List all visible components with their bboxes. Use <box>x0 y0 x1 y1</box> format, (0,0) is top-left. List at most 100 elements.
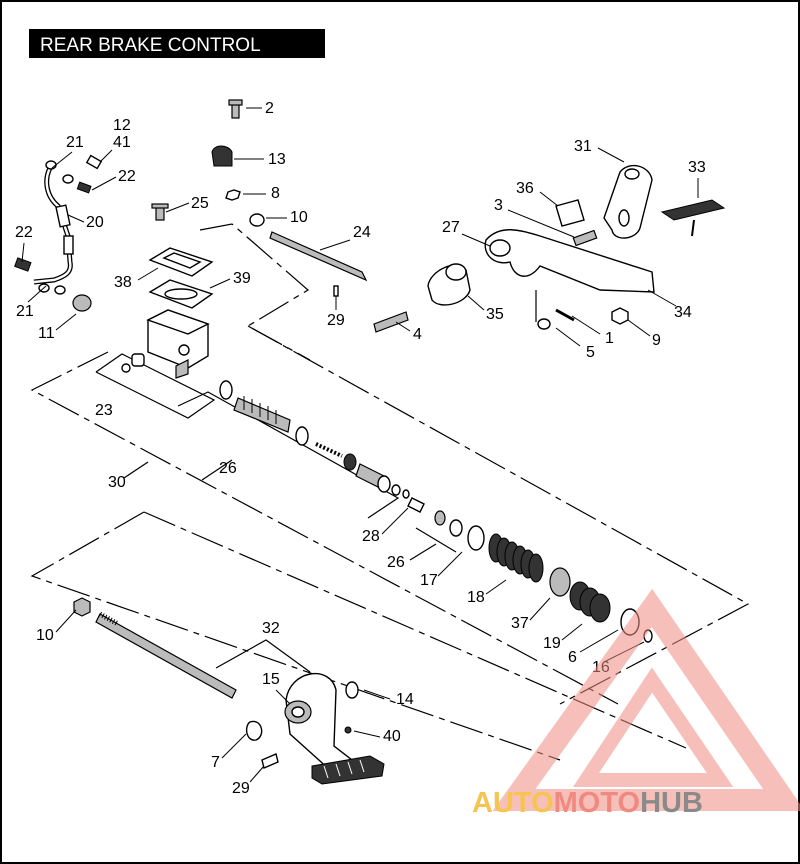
bracket-26-top <box>177 391 400 519</box>
callout-number-23: 23 <box>95 402 113 419</box>
bracket-31-hole <box>624 168 640 180</box>
pedal-pivot-bore <box>489 239 511 257</box>
nut-10-upper <box>249 213 265 227</box>
callout-number-26: 26 <box>387 554 405 571</box>
pedal-pad-33 <box>660 199 726 221</box>
lower-pedal-assembly <box>73 597 385 785</box>
banjo-bolt-22-upper <box>76 181 92 194</box>
leader-line-14 <box>363 689 391 700</box>
leader-line-38 <box>137 267 159 281</box>
cotter-pin-29-upper <box>333 285 339 297</box>
callout-number-10: 10 <box>36 627 54 644</box>
pedal-pad-lower <box>311 755 385 785</box>
leader-line-22 <box>21 242 25 263</box>
callout-number-13: 13 <box>268 151 286 168</box>
callout-number-40: 40 <box>383 728 401 745</box>
callout-number-15: 15 <box>262 671 280 688</box>
oring-26b <box>295 426 309 446</box>
nut-9 <box>611 307 629 325</box>
bolt-3 <box>572 229 598 247</box>
screw-25-head <box>151 203 169 209</box>
leader-line-5 <box>555 327 581 347</box>
snap-ring-17 <box>467 525 485 551</box>
callout-number-21: 21 <box>16 303 34 320</box>
callout-number-10: 10 <box>290 209 308 226</box>
leader-line-18 <box>485 579 507 595</box>
watermark-logo: AUTOMOTOHUB <box>472 588 800 819</box>
callout-number-29: 29 <box>232 780 250 797</box>
callout-number-11: 11 <box>38 325 55 342</box>
pad-stud <box>691 219 695 237</box>
leader-line-25 <box>165 202 190 213</box>
callout-number-20: 20 <box>86 214 104 231</box>
callout-number-34: 34 <box>674 304 692 321</box>
outline-lower-right <box>143 511 687 749</box>
nut-10-lower <box>73 597 91 617</box>
leader-line-21 <box>27 285 47 303</box>
bushing-36 <box>555 199 585 227</box>
boot-19 <box>569 581 611 623</box>
callout-number-28: 28 <box>362 528 380 545</box>
outline-left <box>30 351 619 705</box>
watermark-triangle <box>492 588 800 811</box>
washer-37 <box>549 567 571 597</box>
leader-line-11 <box>55 313 77 331</box>
fitting-28 <box>407 497 425 513</box>
leader-line-27 <box>461 233 491 247</box>
leader-line-20 <box>67 214 85 223</box>
callout-number-39: 39 <box>233 270 251 287</box>
pushrod-24 <box>269 231 368 282</box>
callout-number-6: 6 <box>568 649 577 666</box>
callout-number-4: 4 <box>413 326 422 343</box>
piston-26 <box>233 397 291 433</box>
watermark-hub: HUB <box>640 787 703 819</box>
callout-number-37: 37 <box>511 615 529 632</box>
callout-number-7: 7 <box>211 754 220 771</box>
hose-fitting-lower <box>63 235 74 255</box>
leader-line-7 <box>221 733 247 759</box>
callout-number-31: 31 <box>574 138 592 155</box>
nut-11 <box>72 294 92 312</box>
leader-line-41 <box>99 149 113 163</box>
callout-number-9: 9 <box>652 332 661 349</box>
pedal-arm-27 <box>484 229 655 293</box>
rod-thread <box>98 611 120 627</box>
watermark-triangle-inner <box>572 667 734 787</box>
callout-number-30: 30 <box>108 474 126 491</box>
callout-number-12: 12 <box>113 117 131 134</box>
hose-fitting-upper <box>55 204 71 228</box>
washer-26b <box>402 489 410 499</box>
leader-line-19 <box>561 623 583 641</box>
callout-number-1: 1 <box>605 330 614 347</box>
pin-29-lower <box>261 753 279 769</box>
watermark-moto: MOTO <box>554 787 640 819</box>
bracket-26-lower-lead <box>409 543 437 561</box>
pad-grip <box>323 759 365 779</box>
callout-number-22: 22 <box>15 224 33 241</box>
leader-line-10 <box>55 609 77 633</box>
oring-26a <box>219 380 233 400</box>
washer-5 <box>537 318 551 330</box>
bracket-31 <box>603 164 653 239</box>
callout-number-14: 14 <box>396 691 414 708</box>
callout-number-24: 24 <box>353 224 371 241</box>
bleeder-valve-41 <box>85 154 103 170</box>
leader-line-36 <box>539 191 559 207</box>
leader-line-37 <box>529 597 551 621</box>
bracket-26-lower <box>415 527 457 553</box>
callout-number-2: 2 <box>265 100 274 117</box>
piston-grooves <box>243 396 277 424</box>
callout-number-26: 26 <box>219 460 237 477</box>
bracket-23 <box>95 353 216 419</box>
clip-7 <box>245 720 263 741</box>
callout-number-35: 35 <box>486 306 504 323</box>
clamp-13 <box>211 145 233 167</box>
leader-line-34 <box>647 289 677 307</box>
leader-line-35 <box>467 295 485 311</box>
leader-line-24 <box>319 239 351 251</box>
callout-number-36: 36 <box>516 180 534 197</box>
clevis-35-end <box>445 263 467 281</box>
